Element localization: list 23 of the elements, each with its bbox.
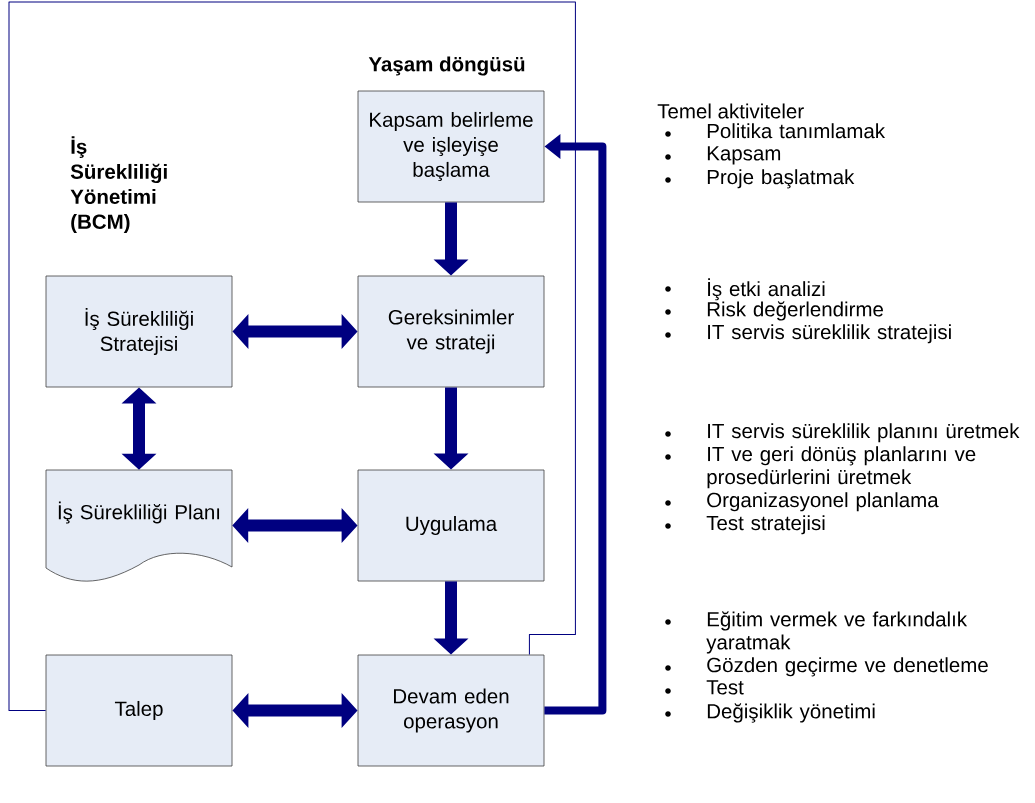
- list-item: IT servis süreklilik planını üretmek: [665, 423, 1020, 443]
- process-box: Gereksinimler ve strateji: [357, 275, 545, 388]
- list-item: Organizasyonel planlama: [665, 492, 939, 512]
- process-box: Uygulama: [357, 469, 545, 582]
- process-box: Kapsam belirleme ve işleyişe başlama: [357, 90, 545, 203]
- list-item: IT servis süreklilik stratejisi: [665, 324, 951, 344]
- list-item: Politika tanımlamak: [665, 123, 886, 139]
- process-box: İş Sürekliliği Stratejisi: [45, 275, 233, 388]
- list-item: Proje başlatmak: [665, 169, 855, 189]
- process-box: Devam eden operasyon: [357, 654, 545, 767]
- list-item: IT ve geri dönüş planlarını ve prosedürlerini üretmek: [665, 446, 976, 489]
- list-item: İş etki analizi: [665, 278, 825, 301]
- side-heading: İş Sürekliliği Yönetimi (BCM): [70, 136, 167, 233]
- process-box: Talep: [45, 654, 233, 767]
- connector-line: [8, 1, 576, 711]
- list-item: Risk değerlendirme: [665, 301, 883, 321]
- list-heading: Temel aktiviteler: [657, 103, 804, 119]
- list-item: Test stratejisi: [665, 515, 825, 535]
- list-item: Eğitim vermek ve farkındalık yaratmak: [665, 611, 968, 654]
- list-item: Değişiklik yönetimi: [665, 703, 875, 723]
- list-item: Kapsam: [665, 146, 781, 165]
- list-item: Test: [665, 680, 744, 695]
- list-item: Gözden geçirme ve denetleme: [665, 657, 988, 677]
